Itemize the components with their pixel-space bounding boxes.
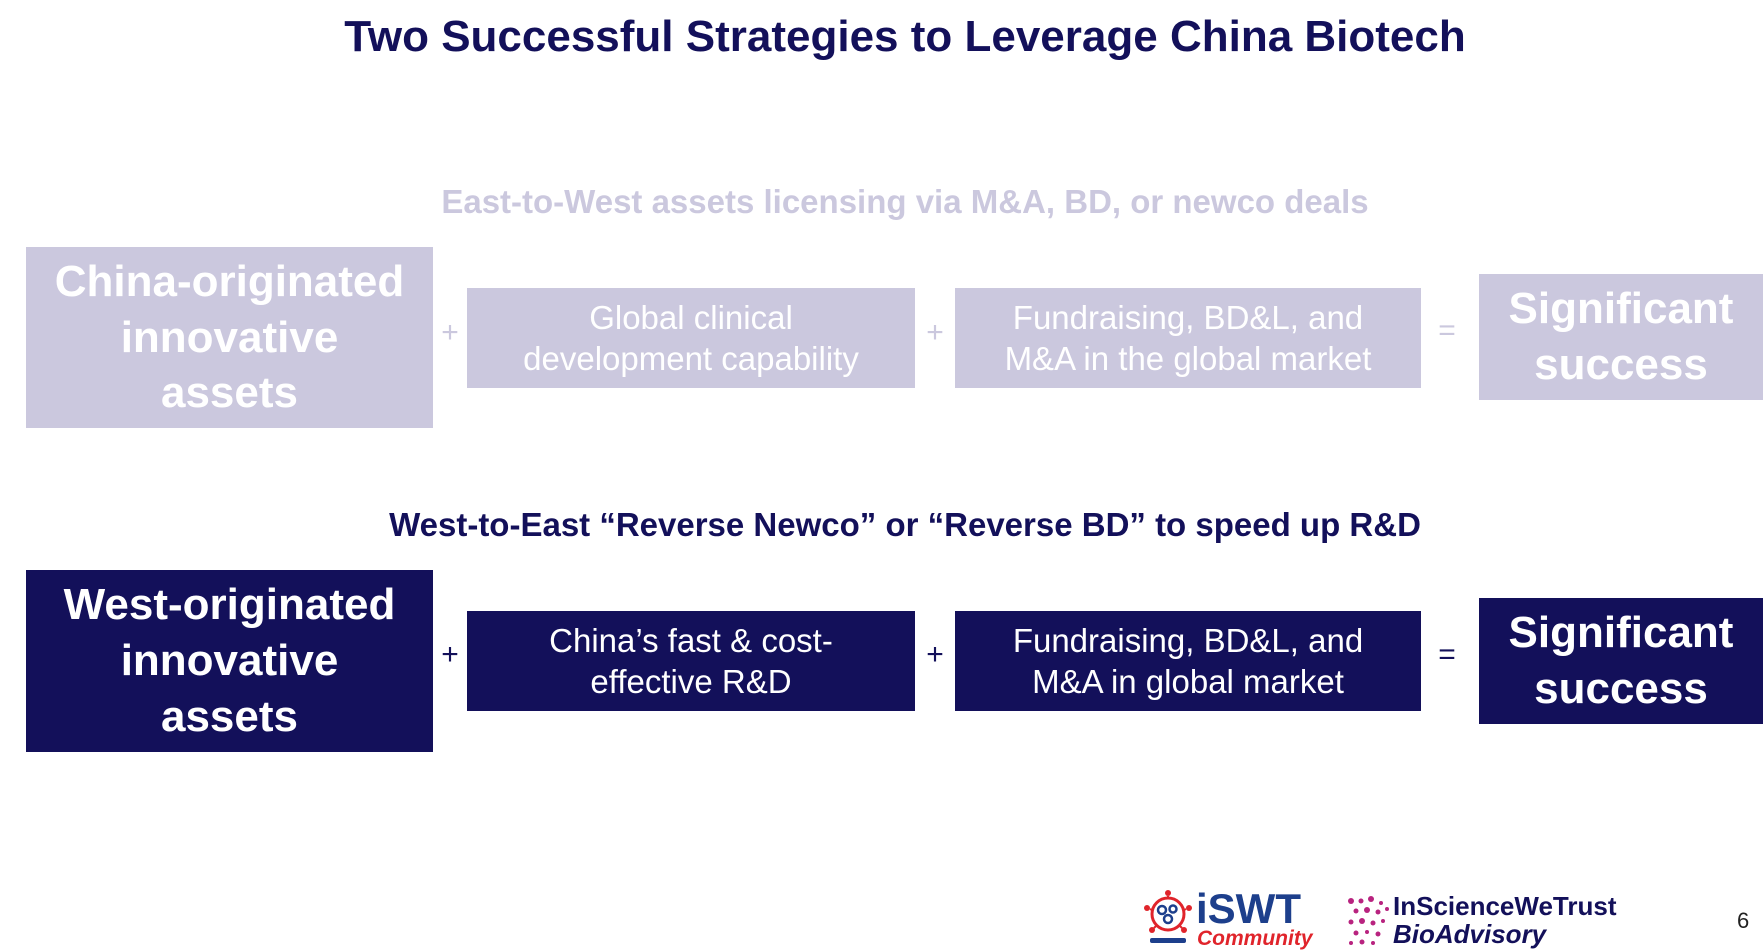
page-number: 6: [1737, 908, 1750, 933]
strategy1-asset-line: China-originated: [54, 256, 405, 306]
strategy1-asset-line: innovative: [120, 312, 339, 362]
insciencewetrust-logo: InScienceWeTrust BioAdvisory: [1347, 893, 1627, 949]
strategy2-subtitle: West-to-East “Reverse Newco” or “Reverse…: [389, 506, 1421, 543]
plus-sign: +: [441, 638, 459, 671]
plus-sign: +: [441, 316, 459, 349]
iswt-logo-text: iSWT: [1196, 885, 1301, 932]
strategy1-capability-box: Global clinical development capability: [467, 288, 915, 388]
strategy2-market-line: M&A in global market: [1032, 663, 1344, 700]
strategy1-market-line: M&A in the global market: [1004, 340, 1372, 377]
iswt-molecule-icon: [1144, 890, 1192, 943]
dots-pattern-icon: [1348, 896, 1389, 945]
strategy1-market-box: Fundraising, BD&L, and M&A in the global…: [955, 288, 1421, 388]
strategy2-capability-line: China’s fast & cost-: [549, 621, 833, 659]
strategy2-capability-box: China’s fast & cost- effective R&D: [467, 611, 915, 711]
strategy1-market-line: Fundraising, BD&L, and: [1012, 298, 1364, 336]
iswt-logo: iSWT Community: [1142, 885, 1313, 950]
strategy2-asset-box: West-originated innovative assets: [26, 570, 433, 752]
insciencewetrust-logo-subtext: BioAdvisory: [1393, 919, 1547, 949]
strategy2-market-box: Fundraising, BD&L, and M&A in global mar…: [955, 611, 1421, 711]
strategy2-asset-line: innovative: [120, 636, 339, 686]
strategy1-asset-line: assets: [160, 368, 298, 418]
strategy1-subtitle: East-to-West assets licensing via M&A, B…: [441, 183, 1369, 220]
plus-sign: +: [926, 316, 944, 349]
strategy1-asset-box: China-originated innovative assets: [26, 247, 433, 428]
strategy2-capability-line: effective R&D: [590, 663, 792, 700]
strategy1-capability-line: development capability: [523, 340, 859, 377]
strategy1-capability-line: Global clinical: [589, 298, 793, 336]
strategy2-asset-line: West-originated: [63, 580, 396, 630]
strategy2-result-box: Significant success: [1479, 598, 1763, 724]
strategy2-asset-line: assets: [160, 691, 298, 741]
equals-sign: =: [1438, 314, 1456, 347]
strategy1-result-line: Significant: [1508, 284, 1734, 334]
strategy2-market-line: Fundraising, BD&L, and: [1012, 621, 1364, 659]
iswt-logo-subtext: Community: [1197, 927, 1313, 950]
plus-sign: +: [926, 638, 944, 671]
equals-sign: =: [1438, 638, 1456, 671]
strategy2-result-line: success: [1534, 664, 1708, 713]
insciencewetrust-logo-text: InScienceWeTrust: [1393, 891, 1617, 921]
strategy1-result-box: Significant success: [1479, 274, 1763, 400]
strategy1-result-line: success: [1534, 340, 1708, 389]
strategy2-result-line: Significant: [1508, 608, 1734, 658]
slide-title: Two Successful Strategies to Leverage Ch…: [344, 12, 1466, 61]
